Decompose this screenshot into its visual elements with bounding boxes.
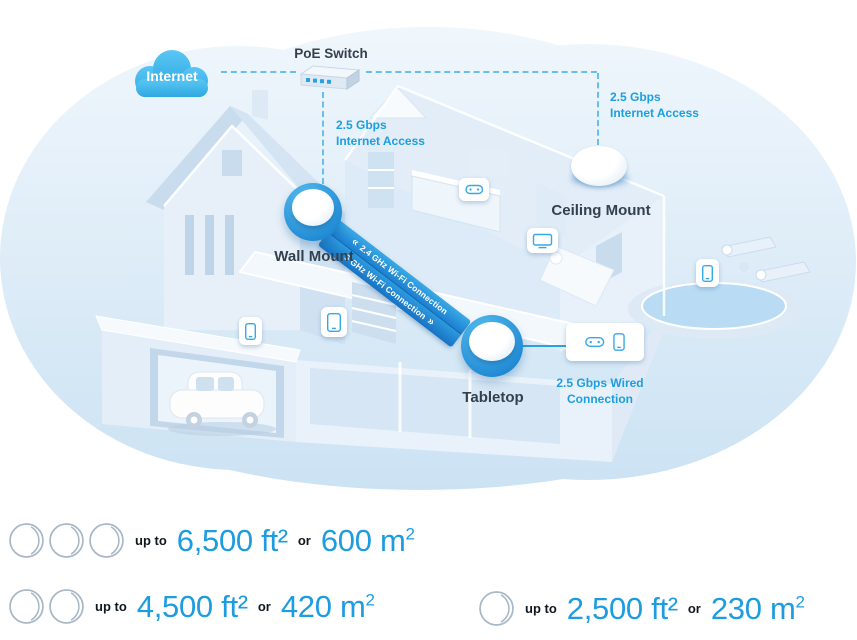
- car: [168, 371, 276, 436]
- phone-icon: [702, 264, 714, 282]
- gamepad-icon: [585, 336, 605, 348]
- tabletop-wired-line: [520, 345, 568, 347]
- coverage-row-2-units: up to 4,500 ft² or 420 m2: [8, 588, 375, 625]
- or-label: or: [257, 599, 271, 614]
- up-to-label: up to: [95, 599, 127, 614]
- tv-badge: [527, 228, 558, 253]
- mesh-dome-icon: [291, 189, 335, 227]
- metric-area: 600 m2: [320, 522, 415, 558]
- switch-to-wall-line: [322, 92, 324, 184]
- pool: [628, 279, 800, 339]
- mesh-unit-icon: [48, 588, 85, 625]
- pool-loungers: [721, 236, 811, 283]
- internet-cloud-icon: [135, 50, 208, 97]
- phone-badge-pool: [696, 259, 719, 287]
- mesh-unit-icon: [88, 522, 125, 559]
- chevrons-right-icon: »: [425, 314, 438, 329]
- game-controller-badge: [459, 178, 489, 201]
- phone-icon: [613, 333, 625, 351]
- mesh-unit-icon: [8, 522, 45, 559]
- tv-icon: [532, 233, 553, 248]
- poe-switch-icon: [293, 62, 363, 97]
- poe-switch-label: PoE Switch: [294, 46, 368, 61]
- wall-mount-label: Wall Mount: [274, 248, 354, 265]
- tablet-badge: [321, 307, 347, 337]
- wall-mount-device: [284, 183, 342, 241]
- tabletop-label: Tabletop: [462, 389, 524, 406]
- unit-icons: [478, 590, 515, 627]
- ceiling-mount-device: [567, 144, 631, 196]
- ceiling-access-label: 2.5 Gbps Internet Access: [610, 90, 699, 120]
- up-to-label: up to: [525, 601, 557, 616]
- house-illustration: [95, 84, 811, 462]
- mesh-dome-icon: [469, 321, 515, 362]
- mesh-unit-icon: [8, 588, 45, 625]
- internet-cloud: Internet: [124, 44, 220, 102]
- chimney: [252, 90, 268, 120]
- internet-label: Internet: [146, 68, 198, 84]
- interior-back-wall: [345, 160, 560, 352]
- attic-gable: [369, 87, 427, 119]
- tablet-icon: [327, 312, 342, 332]
- phone-badge-living: [239, 317, 262, 345]
- tabletop-device: [461, 315, 523, 377]
- switch-to-ceiling-line-h: [366, 71, 597, 73]
- internet-to-switch-line: [221, 71, 296, 73]
- up-to-label: up to: [135, 533, 167, 548]
- imperial-area: 2,500 ft²: [566, 590, 678, 626]
- metric-area: 230 m2: [710, 590, 805, 626]
- mesh-dome-icon: [571, 146, 627, 186]
- coverage-row-3-units: up to 6,500 ft² or 600 m2: [8, 522, 415, 559]
- imperial-area: 4,500 ft²: [136, 588, 248, 624]
- unit-icons: [8, 588, 85, 625]
- gamepad-icon: [464, 184, 483, 195]
- or-label: or: [687, 601, 701, 616]
- wall-access-label: 2.5 Gbps Internet Access: [336, 118, 425, 148]
- or-label: or: [297, 533, 311, 548]
- switch-to-ceiling-line-v: [597, 73, 599, 145]
- imperial-area: 6,500 ft²: [176, 522, 288, 558]
- coverage-row-1-unit: up to 2,500 ft² or 230 m2: [478, 590, 805, 627]
- roof-plane: [345, 86, 664, 268]
- wired-connection-label: 2.5 Gbps Wired Connection: [556, 376, 644, 406]
- mesh-unit-icon: [48, 522, 85, 559]
- phone-icon: [245, 322, 257, 340]
- ceiling-mount-label: Ceiling Mount: [551, 202, 651, 219]
- wired-devices-badge: [566, 323, 644, 361]
- metric-area: 420 m2: [280, 588, 375, 624]
- unit-icons: [8, 522, 125, 559]
- mesh-unit-icon: [478, 590, 515, 627]
